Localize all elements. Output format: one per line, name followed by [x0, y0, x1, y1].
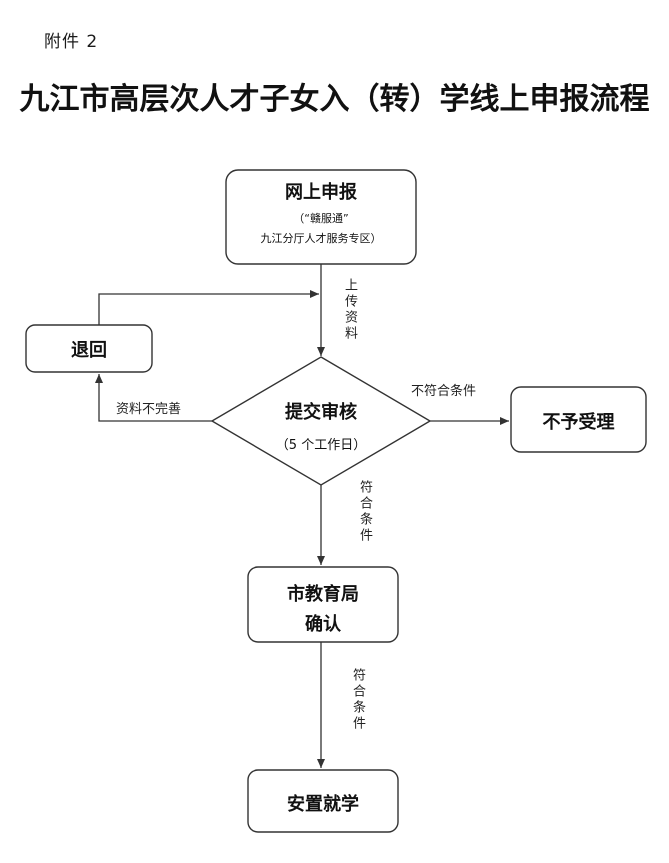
edge-label-not-eligible: 不符合条件 — [411, 384, 477, 399]
node-online-apply-line1: （“赣服通” — [293, 212, 349, 225]
page-title: 九江市高层次人才子女入（转）学线上申报流程 — [19, 82, 650, 117]
node-returned-box — [25, 324, 153, 373]
edge-label-eligible-1: 符合条件 — [357, 480, 372, 544]
edge-returned-to-main — [98, 290, 319, 325]
edge-review-to-returned — [95, 374, 212, 422]
node-online-apply-line2: 九江分厅人才服务专区） — [260, 232, 382, 245]
edge-label-eligible-2: 符合条件 — [350, 668, 365, 732]
node-online-apply-title: 网上申报 — [285, 182, 357, 203]
node-placement-box — [247, 769, 399, 833]
node-edu-bureau: 市教育局 确认 — [248, 580, 398, 640]
node-edu-bureau-line1: 市教育局 — [287, 584, 359, 605]
node-placement-label: 安置就学 — [287, 794, 359, 815]
edge-label-upload: 上传资料 — [342, 278, 357, 342]
node-review-title: 提交审核 — [285, 402, 357, 423]
node-edu-bureau-box — [247, 566, 399, 643]
edge-label-incomplete: 资料不完善 — [116, 402, 182, 417]
node-online-apply: 网上申报 （“赣服通” 九江分厅人才服务专区） — [226, 178, 416, 246]
node-returned-label: 退回 — [71, 340, 107, 361]
node-review: 提交审核 （5 个工作日） — [241, 398, 401, 453]
node-edu-bureau-line2: 确认 — [305, 614, 341, 635]
node-review-subtitle: （5 个工作日） — [275, 438, 367, 453]
attachment-label: 附件 2 — [44, 32, 99, 52]
node-rejected-label: 不予受理 — [542, 412, 615, 433]
node-rejected-box — [510, 386, 647, 453]
